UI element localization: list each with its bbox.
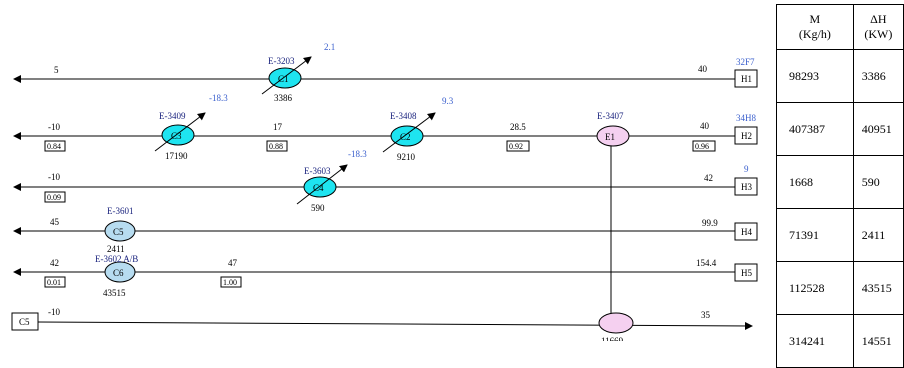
exchanger-load-c6: 43515 (103, 288, 126, 298)
table-row: 1668 590 (776, 155, 904, 209)
exchanger-label-c5: C5 (113, 227, 124, 237)
cell-enthalpy: 3386 (852, 49, 904, 103)
cell-enthalpy: 14551 (852, 314, 904, 368)
header-mass-flow-symbol: M (809, 12, 821, 26)
header-enthalpy-symbol: ΔH (870, 12, 887, 26)
table-row: 112528 43515 (776, 261, 904, 315)
exchanger-duty-c3: -18.3 (209, 93, 228, 103)
stream-c5: C5 -10 35 (11, 307, 753, 331)
stream-h3: -10 0.09 42 9 H3 (13, 164, 758, 203)
exchanger-duty-c2: 9.3 (442, 96, 454, 106)
exchanger-label-c6: C6 (113, 268, 124, 278)
h3-note: 9 (744, 164, 749, 174)
h2-htc-092: 0.92 (509, 142, 523, 151)
stream-data-table: M (Kg/h) ΔH (KW) 98293 3386 407387 40951… (776, 4, 904, 368)
exchanger-tag-e1: E-3407 (597, 111, 624, 121)
h2-htc-088: 0.88 (269, 142, 283, 151)
h1-outlet-temp: 5 (54, 65, 59, 75)
stream-label-c5[interactable]: C5 (19, 317, 30, 327)
exchanger-e1-cold-side[interactable]: 11669 (598, 312, 634, 341)
exchanger-load-c3: 17190 (165, 151, 188, 161)
h5-inlet-temp: 154.4 (696, 258, 717, 268)
exchanger-tag-c3: E-3409 (159, 111, 186, 121)
h2-inlet-temp: 40 (700, 121, 710, 131)
h1-inlet-temp: 40 (698, 64, 708, 74)
exchanger-c2[interactable]: C2 E-3408 9210 9.3 (382, 96, 454, 162)
cell-enthalpy: 590 (852, 155, 904, 209)
header-enthalpy: ΔH (KW) (852, 4, 904, 50)
stream-label-h3[interactable]: H3 (741, 182, 752, 192)
h2-temp-17: 17 (273, 122, 283, 132)
exchanger-c1[interactable]: C1 E-3203 3386 2.1 (261, 42, 335, 103)
exchanger-c6[interactable]: C6 E-3602 A/B 43515 (95, 254, 138, 298)
h1-note: 32F7 (736, 57, 755, 67)
exchanger-c3[interactable]: C3 E-3409 17190 -18.3 (154, 93, 228, 161)
cell-enthalpy: 40951 (852, 102, 904, 156)
exchanger-c4[interactable]: C4 E-3603 590 -18.3 (296, 149, 367, 213)
h5-htc-100: 1.00 (223, 278, 237, 287)
exchanger-tag-c4: E-3603 (304, 166, 331, 176)
exchanger-label-e1: E1 (605, 132, 615, 142)
stream-label-h5[interactable]: H5 (741, 268, 752, 278)
stream-h2: -10 0.84 17 0.88 28.5 0.92 40 0.96 34H8 … (13, 113, 758, 152)
h2-inlet-htc: 0.96 (695, 142, 709, 151)
h2-outlet-temp: -10 (48, 122, 60, 132)
h5-outlet-htc: 0.01 (47, 278, 61, 287)
cell-enthalpy: 2411 (852, 208, 904, 262)
exchanger-label-c1: C1 (278, 74, 289, 84)
stream-label-h1[interactable]: H1 (741, 74, 752, 84)
h4-outlet-temp: 45 (50, 217, 60, 227)
exchanger-e1[interactable]: E1 E-3407 (596, 111, 630, 147)
heat-exchanger-network-diagram: 5 40 32F7 H1 -10 0.84 17 0.88 28.5 0.92 … (11, 42, 758, 341)
exchanger-tag-c5: E-3601 (107, 206, 134, 216)
table-row: 98293 3386 (776, 49, 904, 103)
stream-label-h2[interactable]: H2 (741, 131, 752, 141)
exchanger-label-c4: C4 (313, 183, 324, 193)
table-row: 407387 40951 (776, 102, 904, 156)
table-row: 314241 14551 (776, 314, 904, 368)
h3-inlet-temp: 42 (704, 173, 713, 183)
cell-mass-flow: 407387 (776, 102, 854, 156)
cell-mass-flow: 112528 (776, 261, 854, 315)
cell-enthalpy: 43515 (852, 261, 904, 315)
exchanger-duty-c4: -18.3 (348, 149, 367, 159)
exchanger-label-c2: C2 (400, 132, 411, 142)
exchanger-load-c1: 3386 (274, 93, 293, 103)
exchanger-duty-c1: 2.1 (324, 42, 335, 52)
header-enthalpy-unit: (KW) (864, 27, 893, 41)
exchanger-tag-c2: E-3408 (390, 111, 417, 121)
cell-mass-flow: 98293 (776, 49, 854, 103)
exchanger-load-c2: 9210 (397, 152, 416, 162)
cell-mass-flow: 71391 (776, 208, 854, 262)
exchanger-tag-c1: E-3203 (268, 56, 295, 66)
exchanger-tag-c6: E-3602 A/B (95, 254, 138, 264)
c5-inlet-temp: -10 (48, 307, 60, 317)
h4-inlet-temp: 99.9 (702, 218, 718, 228)
h2-outlet-htc: 0.84 (47, 142, 61, 151)
cell-mass-flow: 1668 (776, 155, 854, 209)
h2-temp-285: 28.5 (510, 122, 526, 132)
h2-note: 34H8 (736, 113, 756, 123)
stream-h1: 5 40 32F7 H1 (13, 57, 758, 88)
h5-outlet-temp: 42 (50, 258, 59, 268)
h5-temp-47: 47 (228, 258, 238, 268)
c5-outlet-temp-value: 35 (701, 310, 711, 320)
stream-label-h4[interactable]: H4 (741, 227, 752, 237)
h3-outlet-htc: 0.09 (47, 193, 61, 202)
header-mass-flow: M (Kg/h) (776, 4, 854, 50)
header-mass-flow-unit: (Kg/h) (798, 27, 831, 41)
table-header-row: M (Kg/h) ΔH (KW) (776, 4, 904, 50)
exchanger-load-c5: 2411 (107, 244, 125, 254)
exchanger-c5[interactable]: C5 E-3601 2411 (104, 206, 136, 254)
exchanger-load-e1: 11669 (601, 336, 624, 341)
exchanger-label-c3: C3 (171, 131, 182, 141)
table-row: 71391 2411 (776, 208, 904, 262)
h3-outlet-temp: -10 (48, 172, 60, 182)
cell-mass-flow: 314241 (776, 314, 854, 368)
exchanger-load-c4: 590 (311, 203, 325, 213)
